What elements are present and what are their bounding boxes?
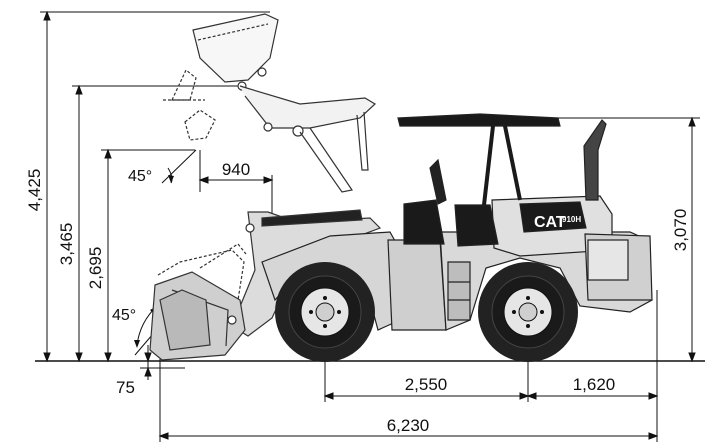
raised-boom-outline: [163, 13, 376, 193]
label-wheelbase: 2,550: [405, 375, 448, 394]
label-dig-depth: 75: [116, 378, 135, 397]
label-hinge-pin-height: 3,465: [57, 223, 76, 266]
dim-hinge-pin-height: [72, 84, 245, 363]
label-reach: 940: [222, 160, 250, 179]
loader-body: [261, 113, 653, 331]
dim-overall-height: [40, 10, 270, 363]
label-rollback-angle: 45°: [112, 307, 136, 324]
model-badge: 910H: [562, 215, 581, 224]
lowered-boom-outline: [149, 209, 382, 361]
label-overall-height: 4,425: [25, 169, 44, 212]
front-wheel: [275, 262, 375, 362]
rear-wheel: [478, 262, 578, 362]
brand-logo: CAT: [534, 214, 566, 231]
dim-dig-depth: [140, 345, 185, 380]
dim-dump-clearance: [101, 148, 195, 363]
label-rear-axle-to-end: 1,620: [573, 375, 616, 394]
label-dump-angle: 45°: [128, 168, 152, 185]
dim-overall-length: [158, 355, 659, 442]
dump-angle-marker: [161, 149, 197, 184]
label-overall-length: 6,230: [387, 416, 430, 435]
dim-rear-axle-to-end: [526, 290, 659, 442]
label-dump-clearance: 2,695: [86, 247, 105, 290]
label-canopy-height: 3,070: [671, 209, 690, 252]
